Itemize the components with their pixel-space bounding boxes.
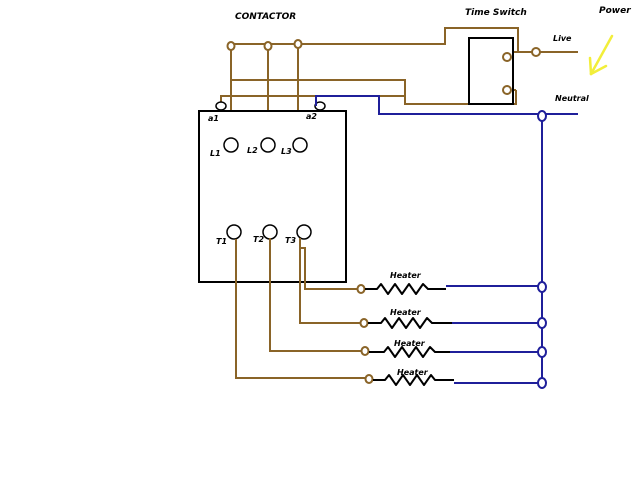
t3-label: T3	[285, 236, 296, 245]
heater-3-terminal	[360, 346, 370, 356]
l3-label: L3	[281, 147, 292, 156]
neutral-terminal-1	[537, 281, 547, 293]
terminal-l3	[292, 137, 308, 153]
load-t1-heater-4	[235, 239, 367, 379]
load-t3-heater-2	[299, 238, 362, 324]
bus-terminal-2	[263, 41, 273, 51]
l2-label: L2	[247, 146, 258, 155]
heater-label-1: Heater	[390, 271, 422, 280]
arrow-down-left-icon	[588, 34, 614, 76]
heater-label-2: Heater	[390, 308, 422, 317]
l1-label: L1	[210, 149, 221, 158]
terminal-t3	[296, 224, 312, 240]
neutral-terminal-top	[537, 110, 547, 122]
time-switch-terminal-top	[502, 52, 512, 62]
a1-label: a1	[208, 114, 219, 123]
heater-label-3: Heater	[394, 339, 426, 348]
load-t2-heater-3	[269, 238, 363, 352]
time-switch-title: Time Switch	[465, 8, 527, 18]
heater-coils	[365, 283, 454, 386]
resistor-zigzag-icon	[373, 374, 454, 386]
heater-2-terminal	[359, 318, 369, 328]
load-wiring	[235, 238, 367, 379]
contactor	[198, 101, 347, 283]
neutral-a2-lead	[315, 95, 578, 115]
supply-rail-2	[231, 79, 517, 105]
resistor-zigzag-icon	[368, 317, 452, 329]
neutral-label: Neutral	[555, 94, 589, 103]
t1-label: T1	[216, 237, 227, 246]
heater-4-terminal	[364, 374, 374, 384]
time-switch	[468, 37, 514, 105]
neutral-terminal-3	[537, 346, 547, 358]
neutral-terminal-2	[537, 317, 547, 329]
live-terminal	[531, 47, 541, 57]
a2-label: a2	[306, 112, 317, 121]
load-terminals	[356, 284, 374, 384]
neutral-terminals	[537, 110, 547, 389]
neutral-terminal-4	[537, 377, 547, 389]
supply-rail-a1	[220, 95, 405, 106]
bus-terminal-1	[226, 41, 236, 51]
terminal-l2	[260, 137, 276, 153]
resistor-zigzag-icon	[369, 346, 450, 358]
heater-label-4: Heater	[397, 368, 429, 377]
contactor-title: CONTACTOR	[235, 12, 296, 22]
terminal-t1	[226, 224, 242, 240]
bus-terminals	[226, 39, 541, 57]
neutral-wiring	[315, 95, 578, 386]
heater-1-terminal	[356, 284, 366, 294]
live-label: Live	[553, 34, 572, 43]
t2-label: T2	[253, 235, 264, 244]
power-label: Power	[599, 6, 631, 16]
terminal-t2	[262, 224, 278, 240]
time-switch-terminal-bottom	[502, 85, 512, 95]
terminal-a1	[215, 101, 227, 111]
contactor-box	[198, 110, 347, 283]
terminal-l1	[223, 137, 239, 153]
bus-terminal-3	[293, 39, 303, 49]
resistor-zigzag-icon	[365, 283, 446, 295]
